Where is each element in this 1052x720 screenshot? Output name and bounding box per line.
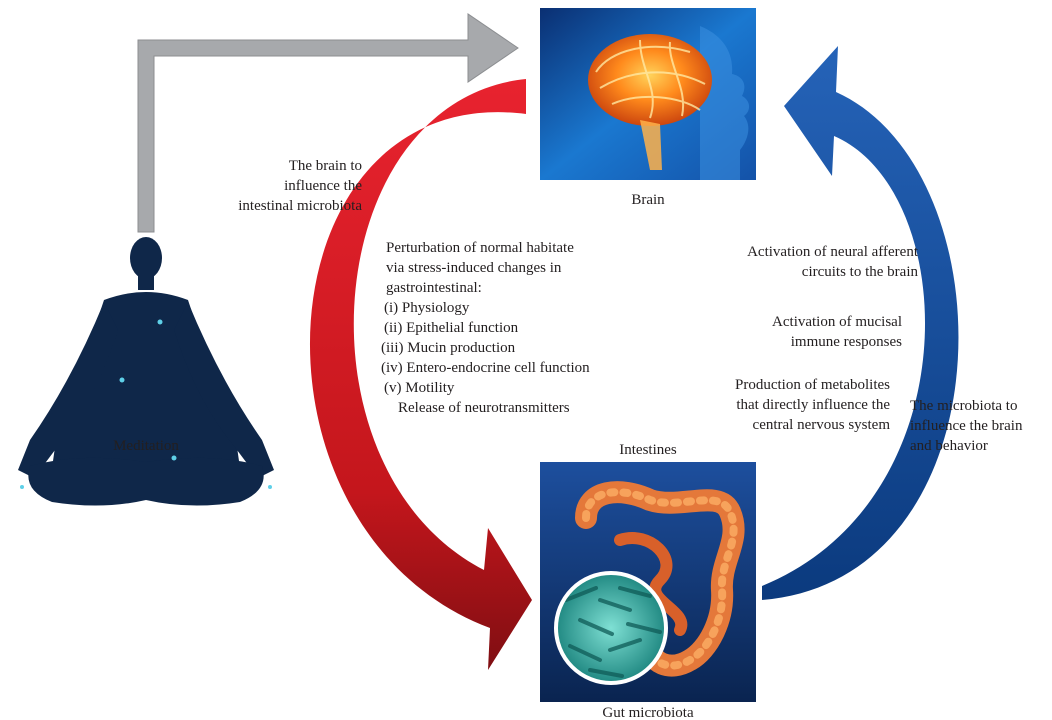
effects-item: (iii) Mucin production	[381, 338, 590, 358]
annotation-line: influence the brain	[910, 416, 1022, 436]
immune-response-text: Activation of mucisal immune responses	[680, 312, 902, 352]
effect-line: Activation of mucisal	[680, 312, 902, 332]
top-down-effects: Perturbation of normal habitate via stre…	[386, 238, 590, 418]
gut-microbiota-label: Gut microbiota	[578, 703, 718, 720]
effect-line: circuits to the brain	[680, 262, 918, 282]
meditation-silhouette	[18, 237, 274, 506]
effects-item: (v) Motility	[384, 378, 590, 398]
effect-line: immune responses	[680, 332, 902, 352]
brain-label: Brain	[598, 190, 698, 210]
effect-line: Production of metabolites	[680, 375, 890, 395]
effects-intro-line: via stress-induced changes in	[386, 258, 590, 278]
afferent-circuits-text: Activation of neural afferent circuits t…	[680, 242, 918, 282]
annotation-line: and behavior	[910, 436, 1022, 456]
effect-line: central nervous system	[680, 415, 890, 435]
effect-line: Activation of neural afferent	[680, 242, 918, 262]
annotation-line: intestinal microbiota	[180, 196, 362, 216]
annotation-line: The microbiota to	[910, 396, 1022, 416]
effects-item: (ii) Epithelial function	[384, 318, 590, 338]
microbiota-to-brain-text: The microbiota to influence the brain an…	[910, 396, 1022, 456]
brain-image	[540, 8, 756, 180]
effects-footer: Release of neurotransmitters	[398, 398, 590, 418]
gut-image	[540, 462, 756, 702]
annotation-line: The brain to	[180, 156, 362, 176]
effects-intro-line: gastrointestinal:	[386, 278, 590, 298]
meditation-label: Meditation	[90, 436, 202, 456]
intestines-label: Intestines	[598, 440, 698, 460]
effects-item: (i) Physiology	[384, 298, 590, 318]
effects-intro-line: Perturbation of normal habitate	[386, 238, 590, 258]
brain-to-microbiota-text: The brain to influence the intestinal mi…	[180, 156, 362, 216]
effects-item: (iv) Entero-endocrine cell function	[381, 358, 590, 378]
effect-line: that directly influence the	[680, 395, 890, 415]
metabolites-text: Production of metabolites that directly …	[680, 375, 890, 435]
annotation-line: influence the	[180, 176, 362, 196]
